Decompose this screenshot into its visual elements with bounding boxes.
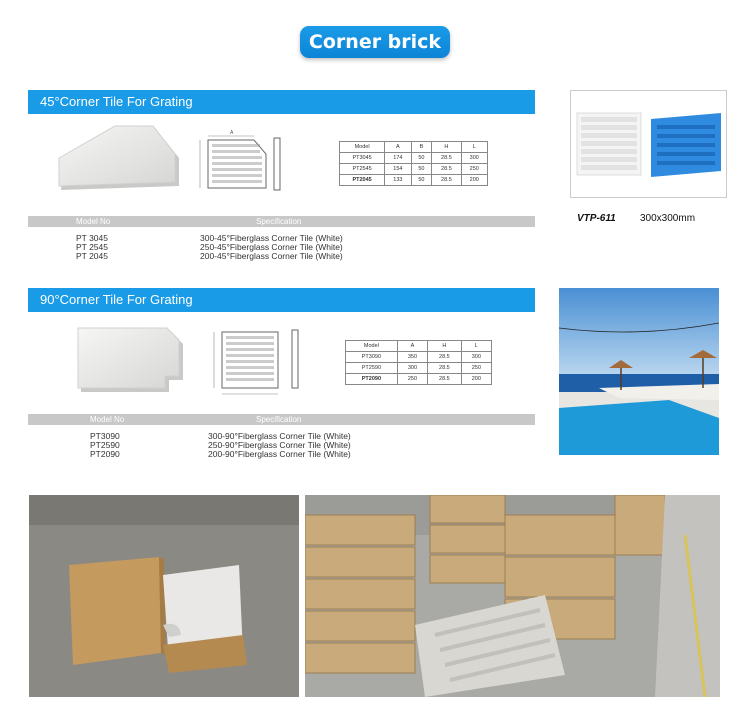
- table-header: H: [427, 340, 462, 352]
- table-cell: PT2045: [338, 174, 386, 186]
- table-cell: 250: [460, 362, 493, 374]
- table-header: Model: [338, 141, 386, 153]
- table-cell: 50: [410, 174, 433, 186]
- list-item: PT 2545: [76, 242, 108, 252]
- table-header: L: [460, 340, 493, 352]
- pool-photo: [559, 288, 719, 455]
- list-item: PT 3045: [76, 233, 108, 243]
- section-45-banner: 45°Corner Tile For Grating: [28, 90, 535, 114]
- spec-list-45-models: PT 3045 PT 2545 PT 2045: [76, 234, 108, 261]
- table-cell: 174: [384, 152, 412, 164]
- table-header: H: [431, 141, 462, 153]
- spec-header-spec: Specification: [256, 217, 302, 226]
- table-cell: 350: [396, 351, 429, 363]
- model-table-90: Model A H L PT3090 350 28.5 300 PT2590 3…: [345, 340, 493, 385]
- spec-list-90-specs: 300-90°Fiberglass Corner Tile (White) 25…: [208, 432, 351, 459]
- table-cell: PT2590: [345, 362, 398, 374]
- table-cell: 300: [396, 362, 429, 374]
- table-header: B: [410, 141, 433, 153]
- table-header: A: [396, 340, 429, 352]
- table-header: Model: [345, 340, 398, 352]
- table-cell: PT2545: [338, 163, 386, 175]
- table-cell: 250: [396, 373, 429, 385]
- table-row: PT2045 133 50 28.5 200: [338, 174, 489, 186]
- table-row: PT2090 250 28.5 200: [345, 373, 493, 385]
- table-cell: 133: [384, 174, 412, 186]
- table-cell: 28.5: [427, 351, 462, 363]
- white-grating: [576, 112, 642, 176]
- table-row: PT2545 154 50 28.5 250: [338, 163, 489, 175]
- list-item: 200-45°Fiberglass Corner Tile (White): [200, 251, 343, 261]
- vtp-size: 300x300mm: [640, 213, 696, 224]
- list-item: PT 2045: [76, 251, 108, 261]
- spec-header-spec: Specification: [256, 415, 302, 424]
- table-cell: 28.5: [431, 174, 462, 186]
- list-item: PT3090: [90, 431, 120, 441]
- tile-45-image: [58, 125, 179, 190]
- tile-90-drawing: [213, 329, 299, 395]
- table-cell: 300: [460, 351, 493, 363]
- drawing-dim-label: A: [230, 130, 234, 136]
- tile-90-image: [77, 327, 183, 392]
- table-cell: PT2090: [345, 373, 398, 385]
- table-cell: 200: [460, 373, 493, 385]
- table-cell: PT3090: [345, 351, 398, 363]
- list-item: 300-90°Fiberglass Corner Tile (White): [208, 431, 351, 441]
- table-cell: 200: [460, 174, 489, 186]
- table-cell: 28.5: [427, 362, 462, 374]
- spec-header-model: Model No: [90, 415, 125, 424]
- table-cell: PT3045: [338, 152, 386, 164]
- vtp-model: VTP-611: [577, 213, 616, 224]
- table-cell: 28.5: [427, 373, 462, 385]
- table-cell: 50: [410, 152, 433, 164]
- table-row: PT3090 350 28.5 300: [345, 351, 493, 363]
- table-cell: 250: [460, 163, 489, 175]
- list-item: PT2090: [90, 449, 120, 459]
- table-cell: 28.5: [431, 152, 462, 164]
- spec-header-90: Model No Specification: [28, 414, 535, 425]
- table-cell: 300: [460, 152, 489, 164]
- list-item: 250-90°Fiberglass Corner Tile (White): [208, 440, 351, 450]
- table-cell: 28.5: [431, 163, 462, 175]
- table-row: PT3045 174 50 28.5 300: [338, 152, 489, 164]
- model-table-45: Model A B H L PT3045 174 50 28.5 300 PT2…: [338, 141, 489, 186]
- warehouse-stock-photo: [305, 495, 720, 697]
- table-header: A: [384, 141, 412, 153]
- spec-list-45-specs: 300-45°Fiberglass Corner Tile (White) 25…: [200, 234, 343, 261]
- packaged-tile-photo: [29, 495, 299, 697]
- spec-header-model: Model No: [76, 217, 111, 226]
- list-item: 200-90°Fiberglass Corner Tile (White): [208, 449, 351, 459]
- section-90-banner: 90°Corner Tile For Grating: [28, 288, 535, 312]
- spec-header-45: Model No Specification: [28, 216, 535, 227]
- table-cell: 50: [410, 163, 433, 175]
- page-title: Corner brick: [300, 26, 450, 58]
- list-item: 300-45°Fiberglass Corner Tile (White): [200, 233, 343, 243]
- tile-45-drawing: A: [199, 130, 281, 191]
- table-row: PT2590 300 28.5 250: [345, 362, 493, 374]
- vtp-product-image: [570, 90, 727, 198]
- table-cell: 154: [384, 163, 412, 175]
- list-item: PT2590: [90, 440, 120, 450]
- list-item: 250-45°Fiberglass Corner Tile (White): [200, 242, 343, 252]
- spec-list-90-models: PT3090 PT2590 PT2090: [90, 432, 120, 459]
- table-header: L: [460, 141, 489, 153]
